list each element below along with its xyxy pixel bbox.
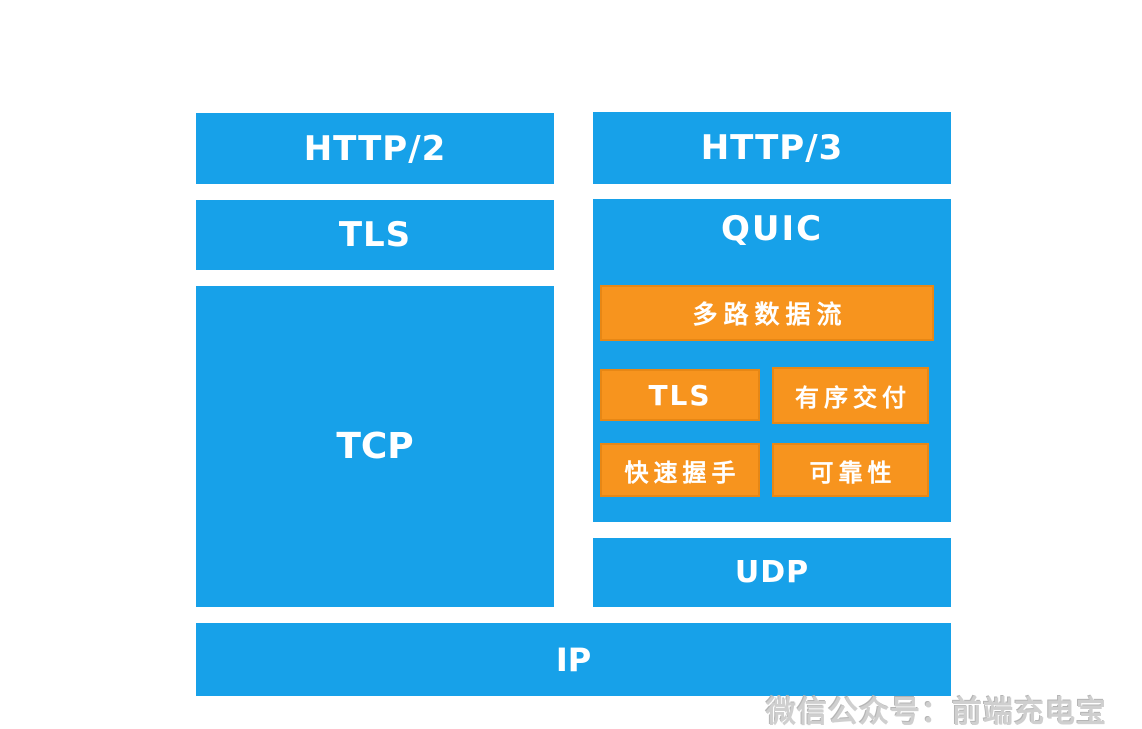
http2-layer-box: HTTP/2 — [196, 113, 554, 184]
quic-feature-fast-handshake: 快速握手 — [600, 443, 760, 497]
quic-feature-reliability: 可靠性 — [772, 443, 929, 497]
quic-feature-tls: TLS — [600, 369, 760, 421]
quic-feature-ordered-delivery: 有序交付 — [772, 367, 929, 424]
quic-layer-label: QUIC — [720, 209, 824, 249]
quic-layer-box: QUIC 多路数据流 TLS 有序交付 快速握手 可靠性 — [593, 199, 951, 522]
ip-layer-box: IP — [196, 623, 951, 696]
tls-layer-box: TLS — [196, 200, 554, 270]
http3-layer-box: HTTP/3 — [593, 112, 951, 184]
quic-feature-multiplex: 多路数据流 — [600, 285, 934, 341]
watermark-text: 微信公众号：前端充电宝 — [766, 695, 1107, 729]
udp-layer-box: UDP — [593, 538, 951, 607]
tcp-layer-box: TCP — [196, 286, 554, 607]
